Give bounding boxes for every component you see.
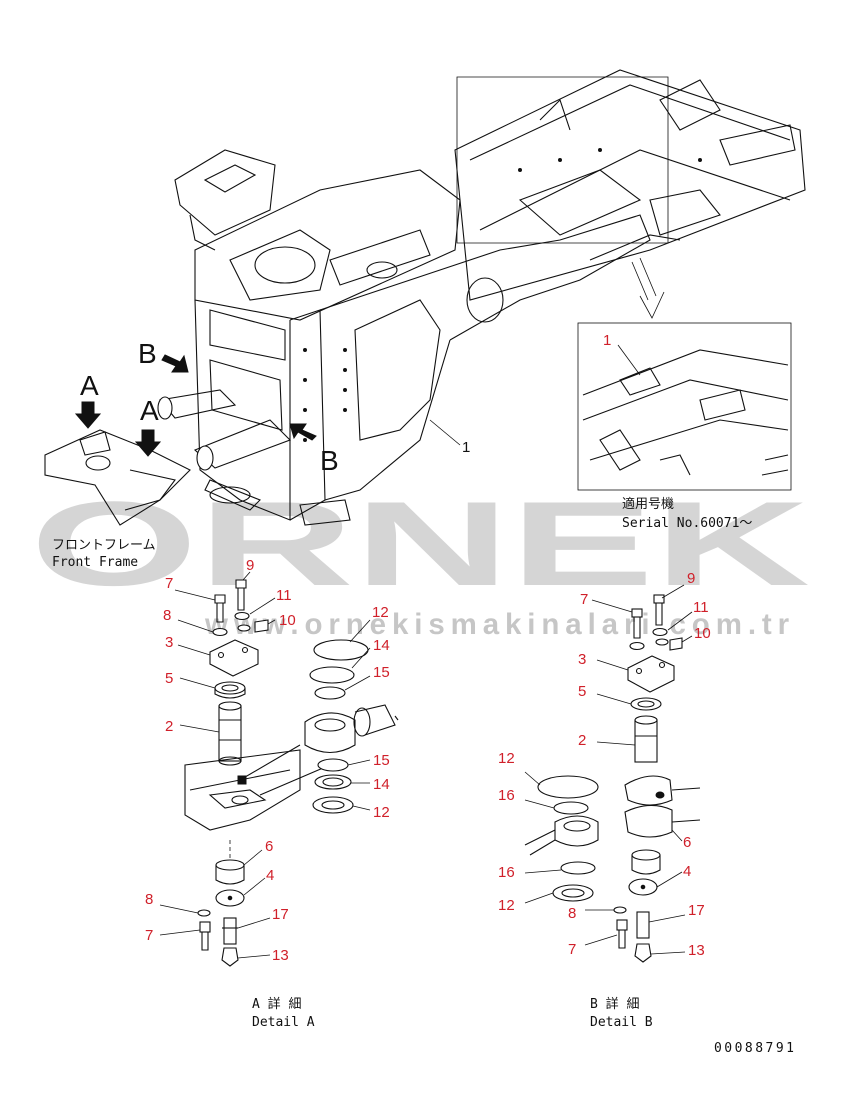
b-callout-12-bottom: 12 [498,897,515,914]
b-callout-7-top: 7 [580,591,588,608]
detail-b-title-jp: B 詳 細 [590,996,639,1012]
detail-frame-box [456,76,669,244]
inset-serial-label: Serial No.60071～ [622,516,752,531]
b-callout-4: 4 [683,863,691,880]
a-callout-8-top: 8 [163,607,171,624]
b-callout-16-top: 16 [498,787,515,804]
inset-callout-1: 1 [603,332,611,349]
b-callout-6: 6 [683,834,691,851]
drawing-number: 00088791 [714,1041,794,1056]
inset-applicable-label: 適用号機 [622,496,674,512]
inset-arrow-icon [631,257,665,319]
a-callout-8-bottom: 8 [145,891,153,908]
arrow-a-right-label: A [140,395,159,426]
inset-view: 1 適用号機 Serial No.60071～ [577,322,792,531]
view-arrows: A A B B [74,338,339,476]
a-callout-11: 11 [276,587,292,604]
inset-box [577,322,792,491]
a-callout-4: 4 [266,867,274,884]
b-callout-2: 2 [578,732,586,749]
b-callout-10: 10 [694,625,711,642]
a-callout-10: 10 [279,612,296,629]
a-callout-14-bottom: 14 [373,776,390,793]
front-frame-jp: フロントフレーム [52,538,156,553]
b-callout-9: 9 [687,570,695,587]
b-callout-17: 17 [688,902,705,919]
watermark: ORNEK www.ornekismakinalari.com.tr [30,477,810,641]
a-callout-14-top: 14 [373,637,390,654]
a-callout-13: 13 [272,947,289,964]
arrow-a-left-icon [74,401,102,429]
arrow-b-top-icon [161,354,189,373]
arrow-b-top-label: B [138,338,157,369]
detail-a-title-en: Detail A [252,1015,315,1030]
a-callout-15-top: 15 [373,664,390,681]
a-callout-12-bottom: 12 [373,804,390,821]
callout-1-main: 1 [462,439,470,456]
watermark-url: www.ornekismakinalari.com.tr [204,608,795,641]
a-callout-15-bottom: 15 [373,752,390,769]
detail-b-title-en: Detail B [590,1015,653,1030]
a-callout-9: 9 [246,557,254,574]
front-frame-assembly: 1 [44,69,806,526]
detail-a: 9 7 11 8 10 3 5 2 12 14 15 15 14 12 6 4 … [145,557,399,1030]
a-callout-7-bottom: 7 [145,927,153,944]
a-callout-6: 6 [265,838,273,855]
arrow-b-right-label: B [320,445,339,476]
b-callout-5: 5 [578,683,586,700]
a-callout-3: 3 [165,634,173,651]
b-callout-3: 3 [578,651,586,668]
arrow-a-right-icon [134,429,162,457]
b-callout-8: 8 [568,905,576,922]
arrow-b-right-icon [289,423,317,441]
a-callout-2: 2 [165,718,173,735]
arrow-a-left-label: A [80,370,99,401]
a-callout-12-top: 12 [372,604,389,621]
detail-b: 9 7 11 10 3 5 2 12 16 6 16 4 12 8 17 7 1… [498,570,711,1030]
front-frame-en: Front Frame [52,555,138,570]
b-callout-12-top: 12 [498,750,515,767]
a-callout-5: 5 [165,670,173,687]
b-callout-7-bottom: 7 [568,941,576,958]
b-callout-16-bottom: 16 [498,864,515,881]
b-callout-11: 11 [693,599,709,616]
a-callout-7-top: 7 [165,575,173,592]
a-callout-17: 17 [272,906,289,923]
detail-a-title-jp: A 詳 細 [252,996,301,1012]
b-callout-13: 13 [688,942,705,959]
